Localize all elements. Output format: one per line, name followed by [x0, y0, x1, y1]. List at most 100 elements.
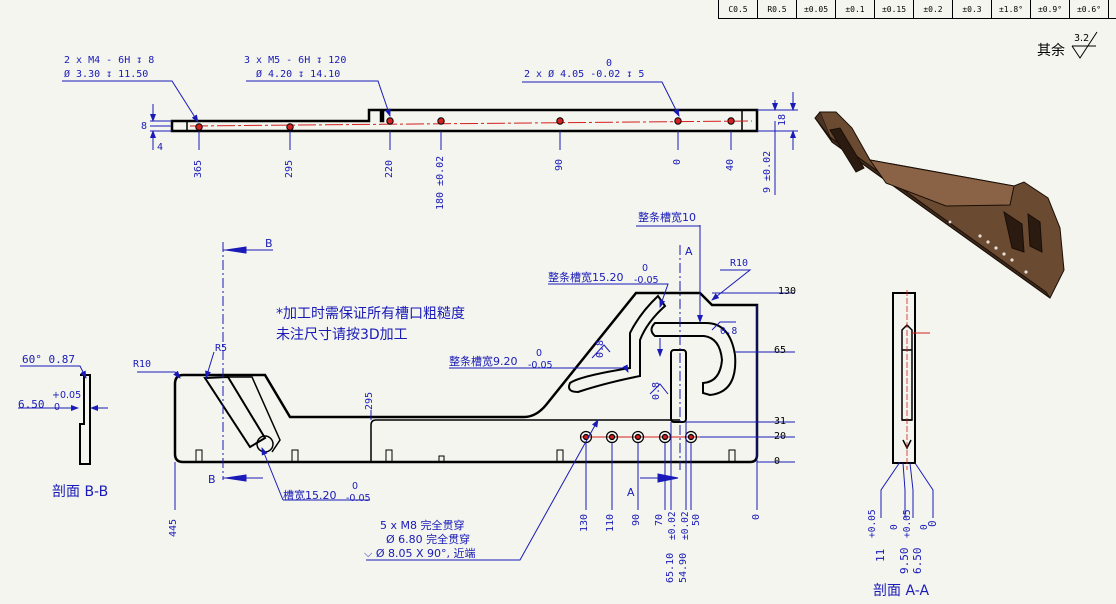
slot-mid-sup: 0 [642, 263, 649, 274]
bb-sup: +0.05 [52, 390, 82, 401]
aa-tol-1: 0 [889, 524, 900, 530]
top-dim-90: 90 [554, 158, 565, 171]
front-view-outline [173, 291, 759, 464]
front-tol-b: ±0.02 [680, 511, 691, 540]
tolerance-cell: ±0.3 [953, 0, 992, 18]
section-bb [18, 365, 108, 465]
tolerance-cell: C0.5 [719, 0, 758, 18]
section-bb-title: 剖面 B-B [52, 484, 109, 500]
roughness-value: 3.2 [1074, 33, 1090, 44]
section-b-label-top: B [265, 237, 273, 250]
angle-label-2: 0.8 [720, 326, 738, 337]
top-dim-8: 8 [141, 121, 148, 132]
hole-callout-line1: 2 x Ø 4.05 -0.02 ↧ 5 [524, 69, 645, 80]
m5-callout-line1: 3 x M5 - 6H ↧ 120 [244, 55, 347, 66]
tolerance-cell: ±1.8° [992, 0, 1031, 18]
m4-leader [62, 80, 199, 123]
roughness-label: 其余 [1037, 43, 1065, 59]
top-dim-40: 40 [725, 158, 736, 171]
m8-callout-line3: ⌵ Ø 8.05 X 90°, 近端 [364, 547, 476, 560]
aa-tol-2: +0.05 [902, 509, 913, 538]
slot-top-label: 整条槽宽10 [638, 211, 696, 224]
section-a-label-top: A [685, 245, 693, 258]
front-dim-90-bottom: 90 [631, 513, 642, 526]
m4-callout-line1: 2 x M4 - 6H ↧ 8 [64, 55, 155, 66]
front-dim-0-right: 0 [774, 456, 781, 467]
diagonal-slot-left [203, 375, 267, 449]
vertical-slot [670, 349, 687, 423]
section-b-label-bottom: B [208, 473, 216, 486]
tolerance-cell: R0.5 [758, 0, 797, 18]
tolerance-cell: ±0.9° [1031, 0, 1070, 18]
front-dim-445: 445 [168, 518, 179, 537]
angle-label-1: 0.8 [595, 339, 606, 358]
top-dim-18: 18 [777, 113, 788, 126]
slot-bottom-sup: 0 [352, 481, 359, 492]
front-dim-295: 295 [364, 391, 375, 410]
top-dim-9: 9 ±0.02 [762, 150, 773, 193]
tolerance-cell: ±0.2 [914, 0, 953, 18]
front-tol-a: ±0.02 [667, 511, 678, 540]
angle-label-3: 0.8 [651, 381, 662, 400]
note-line2: 未注尺寸请按3D加工 [276, 327, 408, 343]
front-dim-130-bottom: 130 [579, 513, 590, 532]
j-slot [650, 322, 737, 397]
bb-angle-dim: 60° 0.87 [22, 353, 75, 366]
top-dim-180: 180 ±0.02 [435, 155, 446, 210]
radius-r10-left: R10 [133, 359, 152, 370]
hook-slot [568, 294, 667, 394]
top-view-outline [170, 108, 759, 133]
slot-left-sub: -0.05 [528, 360, 553, 371]
m8-callout-line1: 5 x M8 完全贯穿 [380, 519, 465, 532]
m5-callout-line2: Ø 4.20 ↧ 14.10 [256, 69, 341, 80]
radius-r5: R5 [215, 343, 228, 354]
front-dim-31-right: 31 [774, 416, 787, 427]
section-a-label-bottom: A [627, 486, 635, 499]
note-line1: *加工时需保证所有槽口粗糙度 [276, 306, 465, 322]
front-dim-54-90: 54.90 [678, 552, 689, 583]
front-dim-110-bottom: 110 [605, 513, 616, 532]
top-dim-220: 220 [384, 159, 395, 178]
aa-dim-6-50: 6.50 [911, 547, 924, 575]
slot-bottom-sub: -0.05 [346, 493, 371, 504]
aa-dim-11: 11 [874, 548, 887, 562]
slot-mid-sub: -0.05 [634, 275, 659, 286]
m4-callout-line2: Ø 3.30 ↧ 11.50 [64, 69, 149, 80]
aa-tol-0: +0.05 [867, 509, 878, 538]
tolerance-cell: ±0.15 [875, 0, 914, 18]
top-view [62, 80, 798, 195]
m8-callout-line2: Ø 6.80 完全贯穿 [386, 533, 471, 546]
isometric-view [814, 111, 1065, 299]
radius-r10-right: R10 [730, 258, 749, 269]
top-dim-0: 0 [672, 158, 683, 165]
tolerance-cell: ±0.05 [797, 0, 836, 18]
front-dim-65-right: 65 [774, 345, 787, 356]
m5-leader [246, 80, 391, 117]
slot-bottom-label: 槽宽15.20 [283, 489, 337, 502]
top-dim-365: 365 [193, 159, 204, 178]
hole-callout-sup: 0 [606, 58, 613, 69]
tolerance-cell: ±0.6° [1070, 0, 1109, 18]
front-view [137, 225, 795, 561]
front-dim-50-bottom: 50 [691, 513, 702, 526]
bb-dim: 6.50 [18, 398, 45, 411]
bb-sub: 0 [54, 402, 61, 413]
section-aa-title: 剖面 A-A [873, 583, 930, 599]
aa-dim-0: 0 [926, 520, 939, 527]
top-dim-295: 295 [284, 159, 295, 178]
slot-mid-label: 整条槽宽15.20 [548, 271, 624, 284]
front-dim-130-right: 130 [778, 286, 797, 297]
tolerance-cell: ±0.1 [836, 0, 875, 18]
roughness-symbol [1071, 31, 1098, 59]
top-view-centerline [189, 120, 753, 127]
section-aa [880, 290, 934, 518]
top-dim-4: 4 [157, 142, 164, 153]
hole-leader [522, 81, 680, 117]
top-view-holes [195, 117, 735, 131]
aa-dim-9-50: 9.50 [898, 547, 911, 575]
slot-left-label: 整条槽宽9.20 [449, 355, 518, 368]
slot-left-sup: 0 [536, 348, 543, 359]
